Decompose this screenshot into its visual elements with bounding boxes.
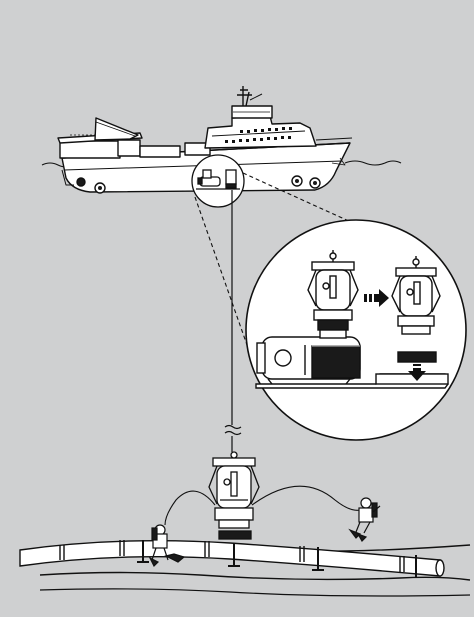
transfer-arrow-right — [364, 289, 389, 307]
subsea-diving-bell — [208, 451, 260, 540]
aft-deck-house — [59, 140, 121, 159]
lift-wire — [224, 190, 242, 452]
seabed-trench — [39, 571, 471, 581]
mast — [237, 86, 252, 107]
detail-callout-circle — [191, 154, 245, 208]
transfer-arrow-down — [408, 364, 426, 381]
diving-bell-mated — [307, 250, 359, 339]
diver-umbilicals — [164, 485, 361, 526]
diving-bell-detached — [391, 256, 441, 363]
decompression-chamber — [256, 336, 361, 385]
diver-left — [148, 524, 186, 568]
pipeline — [19, 539, 445, 577]
superstructure — [204, 115, 317, 149]
diver-right — [348, 497, 381, 542]
detail-magnified-circle — [245, 219, 467, 441]
zoom-guide-lines — [194, 172, 396, 346]
pipeline-supports — [137, 540, 417, 578]
